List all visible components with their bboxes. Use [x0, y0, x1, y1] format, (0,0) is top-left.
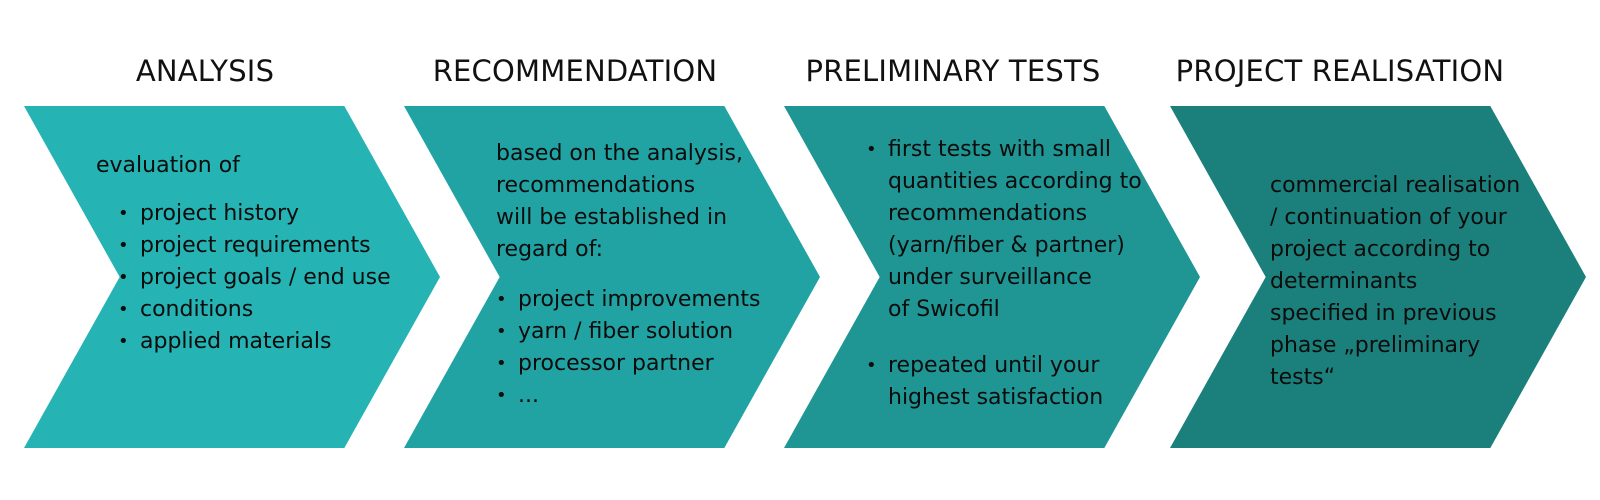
- bullet-item: yarn / fiber solution: [496, 316, 786, 348]
- bullet-item: conditions: [118, 294, 406, 326]
- step-intro: evaluation of: [96, 153, 240, 178]
- step-title-analysis: ANALYSIS: [135, 54, 275, 88]
- bullet-item: first tests with small quantities accord…: [866, 134, 1176, 326]
- bullet-list: project improvements yarn / fiber soluti…: [496, 284, 786, 412]
- bullet-item: project history: [118, 198, 406, 230]
- bullet-item: applied materials: [118, 326, 406, 358]
- step-title-recommendation: RECOMMENDATION: [432, 54, 718, 88]
- bullet-item: project goals / end use: [118, 262, 406, 294]
- bullet-item: repeated until your highest satisfaction: [866, 350, 1176, 414]
- step-intro: based on the analysis, recommendations w…: [496, 141, 743, 262]
- bullet-list: first tests with small quantities accord…: [866, 134, 1176, 414]
- bullet-list: project history project requirements pro…: [118, 198, 406, 358]
- step-content-project-realisation: commercial realisation / continuation of…: [1270, 170, 1540, 394]
- step-title-preliminary-tests: PRELIMINARY TESTS: [805, 54, 1101, 88]
- bullet-item: ...: [496, 380, 786, 412]
- bullet-item: project improvements: [496, 284, 786, 316]
- bullet-item: processor partner: [496, 348, 786, 380]
- step-content-recommendation: based on the analysis, recommendations w…: [496, 138, 786, 412]
- step-body: commercial realisation / continuation of…: [1270, 173, 1521, 390]
- step-content-analysis: evaluation of project history project re…: [96, 150, 406, 358]
- bullet-item: project requirements: [118, 230, 406, 262]
- step-title-project-realisation: PROJECT REALISATION: [1175, 54, 1505, 88]
- step-content-preliminary-tests: first tests with small quantities accord…: [866, 134, 1176, 414]
